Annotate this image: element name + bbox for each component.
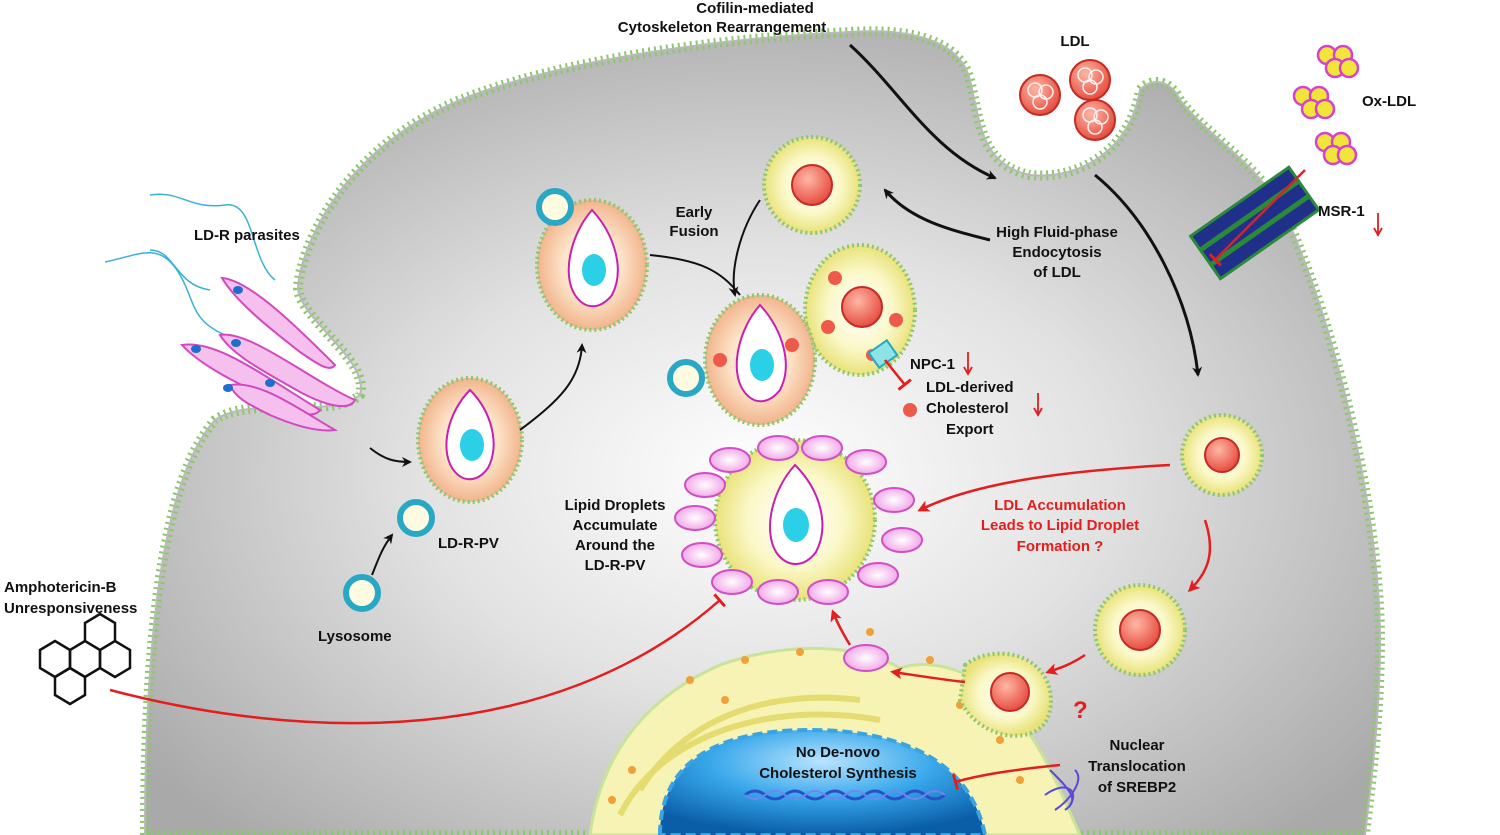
- pv-center-lipid: [713, 438, 877, 602]
- label-srebp-3: of SREBP2: [1098, 779, 1176, 796]
- label-export-1: LDL-derived: [926, 379, 1014, 396]
- label-fluid-2: Endocytosis: [1012, 244, 1101, 261]
- label-ampho-1: Amphotericin-B: [4, 579, 117, 596]
- ldl-particles: [1019, 59, 1116, 141]
- label-denovo-1: No De-novo: [796, 744, 880, 761]
- ox-ldl-particles: [1292, 44, 1360, 166]
- pv-fusion: [703, 293, 817, 427]
- label-export-2: Cholesterol: [926, 400, 1009, 417]
- label-accum-2: Leads to Lipid Droplet: [981, 517, 1139, 534]
- lipid-droplets: [674, 435, 923, 672]
- label-lipid-2: Accumulate: [572, 517, 657, 534]
- red-arrows: [109, 463, 1212, 790]
- label-ldl: LDL: [1060, 33, 1089, 50]
- endocytic-vesicle-right: [1180, 413, 1264, 497]
- label-srebp-2: Translocation: [1088, 758, 1186, 775]
- label-cofilin-2: Cytoskeleton Rearrangement: [618, 19, 826, 36]
- npc1-transporter: [867, 338, 917, 417]
- label-ox-ldl: Ox-LDL: [1362, 93, 1416, 110]
- label-ampho-2: Unresponsiveness: [4, 600, 137, 617]
- inhibition-bar-icon: [1208, 169, 1306, 267]
- label-ld-r-pv: LD-R-PV: [438, 535, 499, 552]
- inhibition-bar-icon: [951, 763, 1061, 790]
- label-fluid-3: of LDL: [1033, 264, 1080, 281]
- down-arrow-icon: [963, 213, 1383, 417]
- ldl-fused-vesicle: [803, 243, 917, 377]
- ld-r-parasites: [104, 193, 357, 432]
- label-denovo-2: Cholesterol Synthesis: [759, 765, 917, 782]
- srebp2-protein: [1044, 769, 1080, 811]
- pv-top: [535, 198, 649, 332]
- label-fusion: Fusion: [669, 223, 718, 240]
- label-lysosome: Lysosome: [318, 628, 392, 645]
- label-export-3: Export: [946, 421, 994, 438]
- label-srebp-1: Nuclear: [1109, 737, 1164, 754]
- pv-left: [416, 376, 524, 504]
- label-msr1: MSR-1: [1318, 203, 1365, 220]
- label-accum-3: Formation ?: [1017, 538, 1104, 555]
- label-ld-r-parasites: LD-R parasites: [194, 227, 300, 244]
- black-arrows: [369, 43, 1203, 576]
- label-npc1: NPC-1: [910, 356, 955, 373]
- label-question: ?: [1073, 697, 1088, 724]
- label-lipid-4: LD-R-PV: [585, 557, 646, 574]
- label-early: Early: [676, 204, 713, 221]
- label-cofilin-1: Cofilin-mediated: [696, 0, 814, 17]
- label-lipid-1: Lipid Droplets: [565, 497, 666, 514]
- nucleus: [657, 727, 988, 835]
- lysosomes: [343, 188, 705, 612]
- endocytic-vesicle-top: [762, 135, 862, 235]
- hexagon-molecule-icon: [38, 612, 132, 706]
- endocytic-vesicle-lower: [1093, 583, 1187, 677]
- msr1-receptor: [1188, 165, 1321, 281]
- label-accum-1: LDL Accumulation: [994, 497, 1126, 514]
- inhibition-bar-icon: [109, 593, 727, 725]
- inhibition-bar-icon: [884, 359, 912, 391]
- er-vesicle: [957, 651, 1053, 738]
- label-fluid-1: High Fluid-phase: [996, 224, 1118, 241]
- label-lipid-3: Around the: [575, 537, 655, 554]
